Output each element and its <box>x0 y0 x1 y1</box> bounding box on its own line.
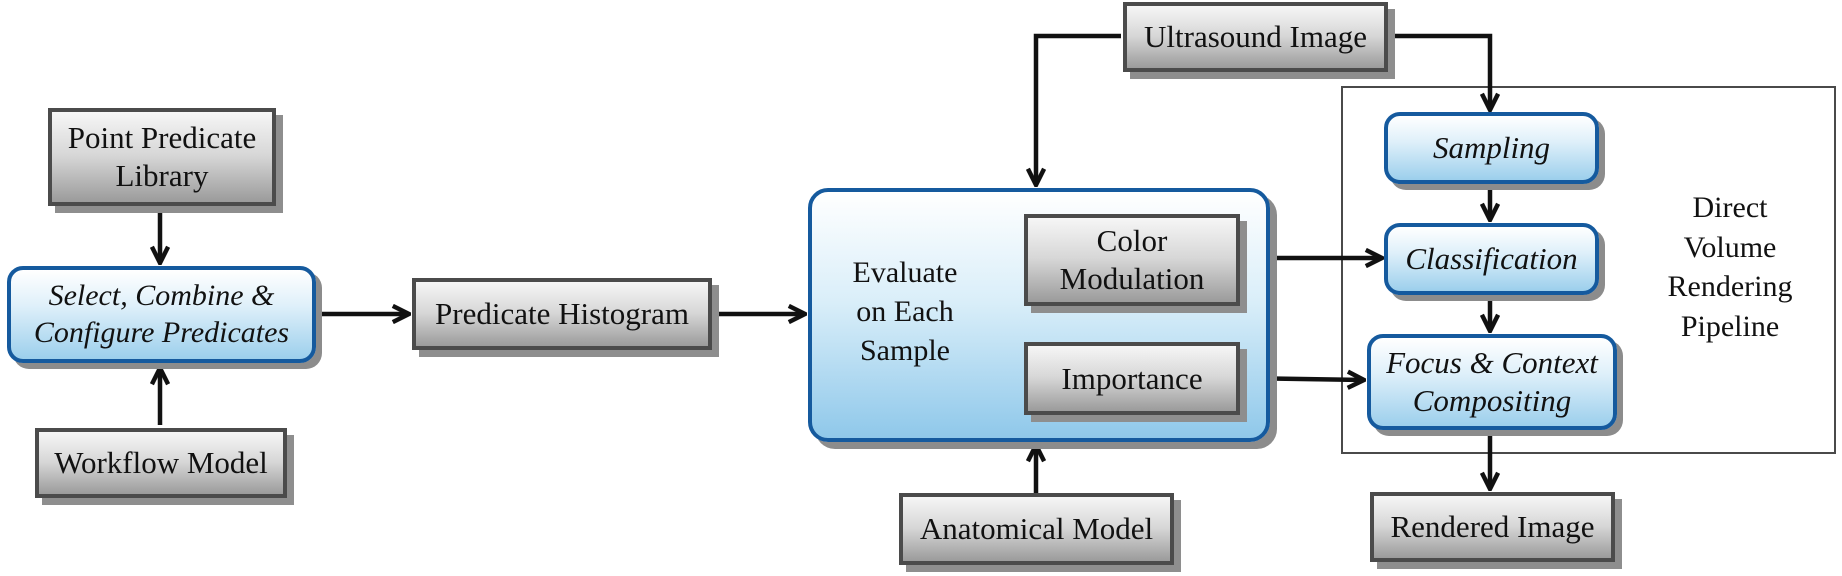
classification-box: Classification <box>1384 223 1599 295</box>
color-modulation-box: Color Modulation <box>1024 214 1240 306</box>
select-combine-configure-box: Select, Combine & Configure Predicates <box>7 266 316 363</box>
workflow-model-box: Workflow Model <box>35 428 287 498</box>
sampling-box: Sampling <box>1384 112 1599 184</box>
focus-context-compositing-box: Focus & Context Compositing <box>1367 334 1617 430</box>
rendered-image-box: Rendered Image <box>1370 492 1615 562</box>
dvr-pipeline-frame <box>1341 86 1836 454</box>
arrow-ultrasound-to-sampling <box>1390 33 1490 110</box>
point-predicate-library-box: Point Predicate Library <box>48 108 276 206</box>
anatomical-model-box: Anatomical Model <box>899 493 1174 565</box>
predicate-histogram-box: Predicate Histogram <box>412 278 712 350</box>
ultrasound-image-box: Ultrasound Image <box>1123 2 1388 72</box>
evaluate-on-each-sample-label: Evaluate on Each Sample <box>852 256 958 367</box>
arrow-ultrasound-to-evaluate <box>1036 33 1121 185</box>
importance-box: Importance <box>1024 342 1240 415</box>
dvr-pipeline-label: Direct Volume Rendering Pipeline <box>1667 191 1793 343</box>
